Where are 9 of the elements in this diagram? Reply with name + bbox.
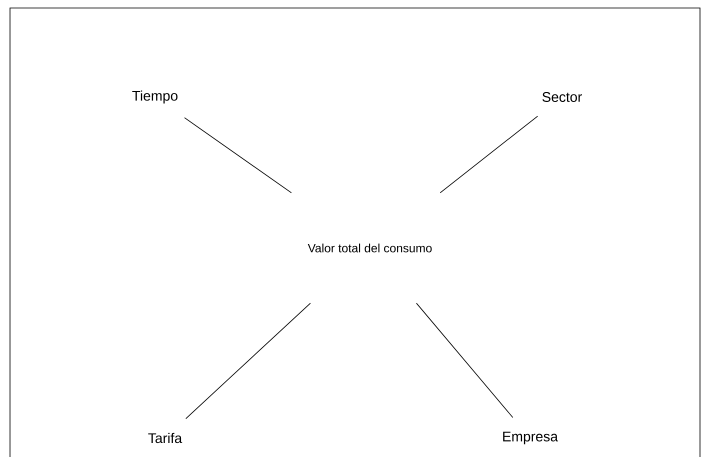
node-label: Empresa bbox=[503, 432, 558, 444]
node-label: Tiempo bbox=[132, 90, 178, 104]
connector-line bbox=[184, 117, 292, 194]
connector-line bbox=[185, 302, 311, 420]
node-label: Sector bbox=[542, 92, 582, 102]
node-label: Tarifa bbox=[148, 432, 182, 444]
connector-line bbox=[416, 302, 514, 418]
connector-line bbox=[440, 116, 538, 194]
node-label: Valor total del consumo bbox=[308, 244, 432, 252]
